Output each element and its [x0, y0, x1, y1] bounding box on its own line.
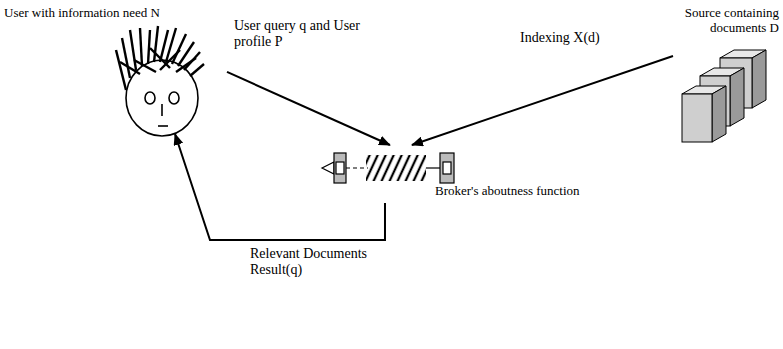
edge-label: Relevant Documents Result(q) — [248, 246, 392, 278]
node-text: Broker's aboutness function — [435, 183, 580, 198]
edge-label: Indexing X(d) — [518, 30, 602, 46]
broker-bolt — [322, 153, 454, 183]
actor-node: Broker's aboutness function — [318, 145, 608, 203]
connector-arrow — [227, 72, 390, 145]
edge-label: User query q and User profile P — [232, 18, 364, 50]
node-text: User with information need N — [4, 5, 160, 20]
connector-arrow — [175, 134, 385, 240]
connector-arrow — [412, 56, 673, 145]
actor-node: User with information need N — [2, 2, 227, 134]
node-text: Source containing documents D — [681, 5, 779, 35]
user-face — [116, 26, 204, 136]
document-stack — [682, 50, 766, 142]
actor-node: Source containing documents D — [673, 2, 781, 144]
